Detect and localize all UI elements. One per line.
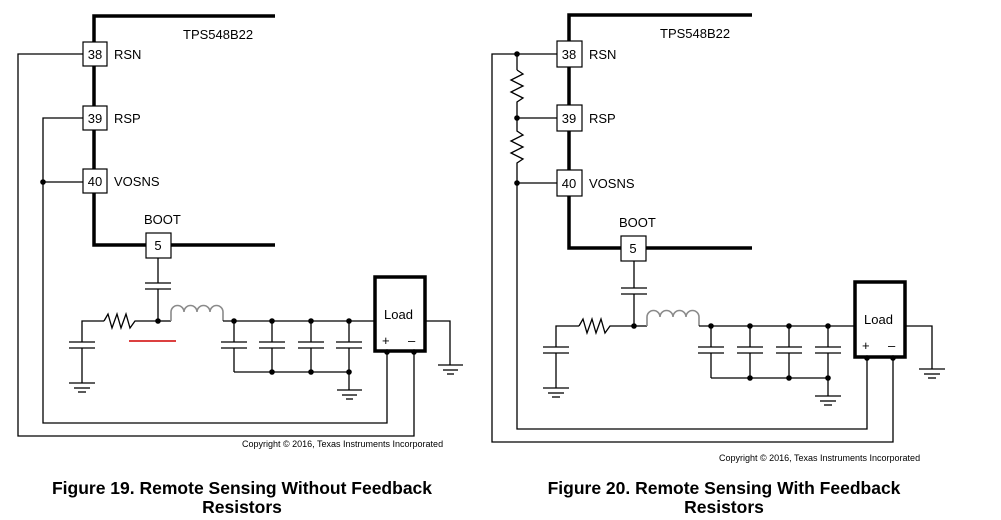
pin-38-number: 38 — [562, 47, 576, 62]
caption-line-1: Figure 20. Remote Sensing With Feedback — [547, 478, 901, 498]
pin-40-box — [556, 169, 583, 197]
load-box — [853, 280, 907, 359]
figure-19-caption: Figure 19. Remote Sensing Without Feedba… — [0, 479, 484, 517]
ground-icon — [69, 382, 95, 393]
rsn-sense-wire — [491, 53, 894, 443]
junction-dot — [384, 349, 390, 355]
figure-20-schematic: TPS548B22 38 RSN 39 RSP 40 VOSNS BOOT 5 — [491, 13, 945, 463]
pin-39-name: RSP — [589, 111, 616, 126]
pin-40-name: VOSNS — [589, 176, 635, 191]
junction-dot — [514, 51, 520, 57]
pin-38-number: 38 — [88, 47, 102, 62]
junction-dot — [411, 349, 417, 355]
copyright: Copyright © 2016, Texas Instruments Inco… — [242, 439, 443, 449]
boot-label: BOOT — [619, 215, 656, 230]
pin-40-number: 40 — [562, 176, 576, 191]
junction-dot — [890, 355, 896, 361]
pin-39-name: RSP — [114, 111, 141, 126]
caption-line-2: Resistors — [684, 497, 764, 517]
pin-5-box — [620, 235, 647, 262]
caption-line-1: Figure 19. Remote Sensing Without Feedba… — [51, 478, 433, 498]
pin-5-number: 5 — [629, 241, 636, 256]
wire — [555, 325, 579, 347]
ground-icon — [438, 364, 463, 375]
rsp-sense-wire — [516, 183, 868, 430]
pin-38-box — [82, 41, 108, 67]
load-minus: – — [408, 333, 416, 348]
pin-40-name: VOSNS — [114, 174, 160, 189]
chip-name: TPS548B22 — [660, 26, 730, 41]
ground-icon — [337, 389, 362, 400]
chip-name: TPS548B22 — [183, 27, 253, 42]
load-ground-wire — [905, 325, 933, 369]
feedback-resistor-lower — [509, 118, 525, 183]
snubber-resistor — [578, 316, 634, 336]
load-plus: + — [382, 333, 390, 348]
figure-20-caption: Figure 20. Remote Sensing With Feedback … — [500, 479, 948, 517]
ground-icon — [815, 395, 841, 406]
snubber-resistor — [103, 311, 158, 331]
ground-icon — [919, 368, 945, 379]
load-label: Load — [384, 307, 413, 322]
output-capacitor-bank — [698, 323, 841, 396]
rsn-sense-wire — [17, 53, 415, 437]
pin-38-name: RSN — [114, 47, 141, 62]
rsp-sense-wire — [42, 117, 388, 424]
load-plus: + — [862, 338, 870, 353]
load-box — [373, 275, 427, 353]
pin-40-box — [82, 168, 108, 194]
wire — [81, 320, 104, 342]
pin-5-number: 5 — [154, 238, 161, 253]
junction-dot — [40, 179, 46, 185]
pin-38-name: RSN — [589, 47, 616, 62]
caption-line-2: Resistors — [202, 497, 282, 517]
pin-40-number: 40 — [88, 174, 102, 189]
output-inductor — [170, 304, 224, 321]
pin-39-number: 39 — [562, 111, 576, 126]
load-ground-wire — [425, 320, 451, 365]
junction-dot — [864, 355, 870, 361]
ground-icon — [543, 387, 569, 398]
figure-19-schematic: TPS548B22 38 RSN 39 RSP 40 VOSNS BOOT 5 — [17, 14, 463, 449]
junction-dot — [514, 180, 520, 186]
load-minus: – — [888, 338, 896, 353]
copyright: Copyright © 2016, Texas Instruments Inco… — [719, 453, 920, 463]
output-inductor — [646, 309, 700, 326]
output-capacitor-bank — [221, 318, 362, 390]
pin-39-number: 39 — [88, 111, 102, 126]
feedback-resistor-upper — [509, 69, 525, 118]
load-label: Load — [864, 312, 893, 327]
boot-label: BOOT — [144, 212, 181, 227]
